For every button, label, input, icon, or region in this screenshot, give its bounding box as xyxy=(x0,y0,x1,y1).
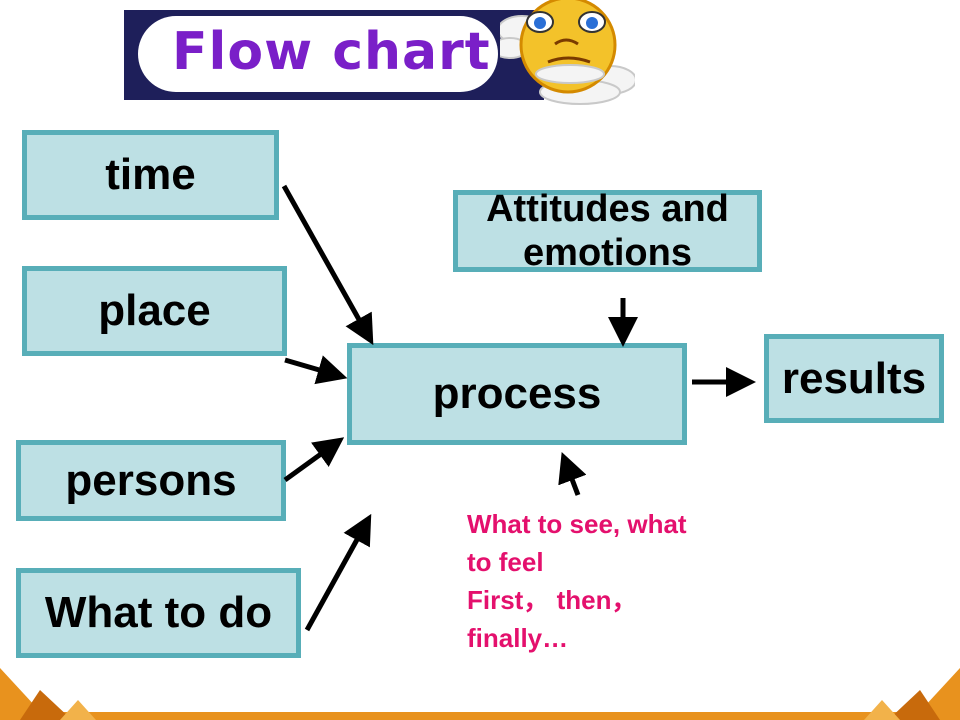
title-pill xyxy=(138,16,498,92)
node-place: place xyxy=(22,266,287,356)
arrow-persons-to-process xyxy=(283,437,345,483)
node-persons-label: persons xyxy=(65,455,237,505)
note-line-1: What to see, what xyxy=(467,509,687,539)
node-place-label: place xyxy=(98,286,211,335)
node-attitudes: Attitudes and emotions xyxy=(453,188,762,274)
sun-cartoon-icon xyxy=(500,0,635,105)
node-results: results xyxy=(764,334,944,423)
node-attitudes-label: Attitudes and emotions xyxy=(486,188,729,274)
page-title: Flow chart xyxy=(172,22,491,82)
node-time-label: time xyxy=(105,150,196,199)
node-what-to-do-label: What to do xyxy=(44,588,273,637)
note-line-4: finally… xyxy=(467,623,569,653)
node-process: process xyxy=(347,343,687,445)
arrow-place-to-process xyxy=(284,355,348,385)
node-results-label: results xyxy=(781,353,927,403)
node-persons: persons xyxy=(16,440,286,521)
arrow-time-to-process xyxy=(281,184,374,346)
arrow-whattodo-to-process xyxy=(304,513,372,632)
note-line-2: to feel xyxy=(467,547,544,577)
process-note: What to see, what to feel First， then， f… xyxy=(467,505,757,657)
node-what-to-do: What to do xyxy=(16,568,301,658)
note-line-3: First， then， xyxy=(467,585,638,615)
arrow-note-to-process xyxy=(558,451,587,496)
node-time: time xyxy=(22,130,279,220)
node-process-label: process xyxy=(432,369,602,418)
